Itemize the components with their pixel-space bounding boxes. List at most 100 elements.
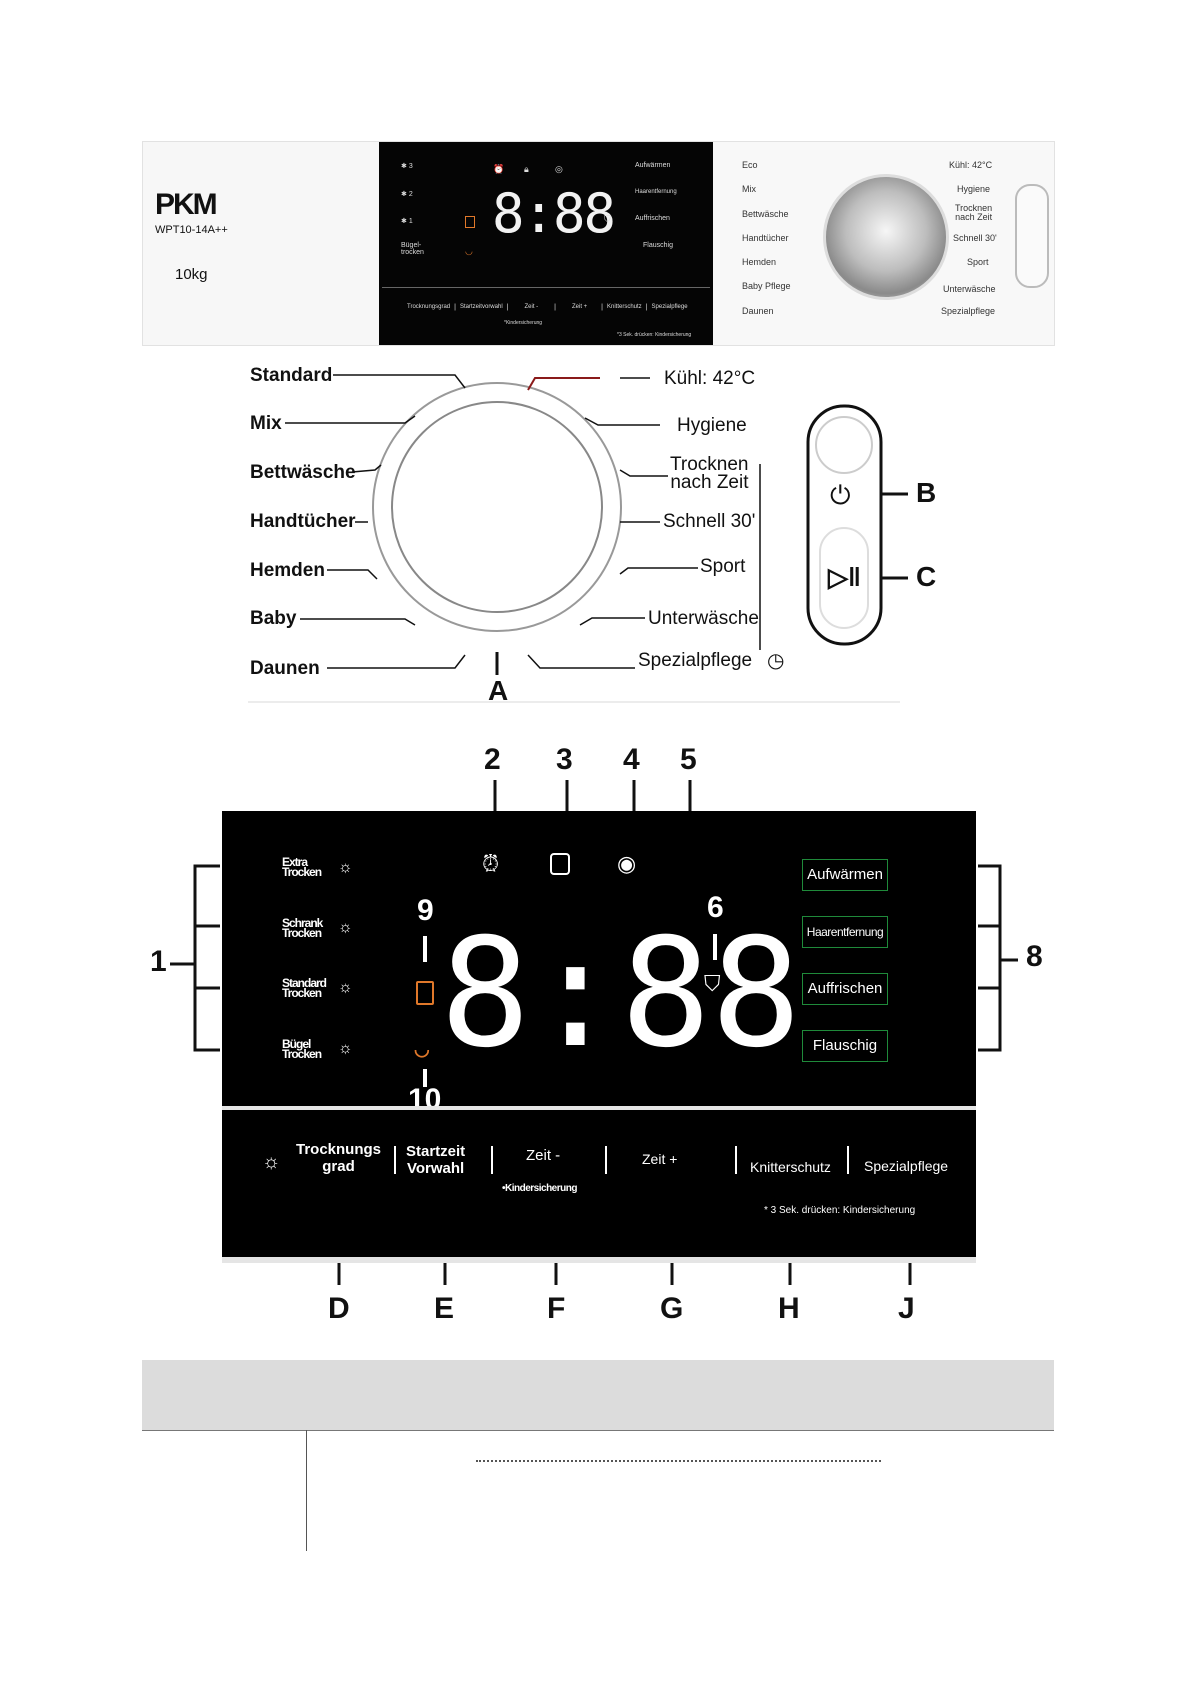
leader-kuehl xyxy=(527,377,600,391)
leader-unterwaesche xyxy=(579,617,645,626)
buegel-label: Bügel- trocken xyxy=(401,242,424,256)
dial-label-daunen: Daunen xyxy=(250,658,320,679)
button-flauschig[interactable]: Flauschig xyxy=(802,1030,888,1062)
small-btn-trocknungsgrad: Trocknungsgrad xyxy=(407,304,451,310)
shirt-icon: ⛉ xyxy=(604,214,611,224)
callout-g: G xyxy=(660,1292,684,1325)
callout-h: H xyxy=(778,1292,800,1325)
sep-5 xyxy=(847,1146,849,1174)
button-zeit-plus[interactable]: Zeit + xyxy=(642,1151,678,1167)
small-btn-knitterschutz: Knitterschutz xyxy=(607,304,642,310)
button-pill-outline xyxy=(806,404,883,646)
small-note: *3 Sek. drücken: Kindersicherung xyxy=(617,332,692,338)
drum-icon-orange xyxy=(416,981,434,1005)
display-bottom-bar xyxy=(222,1257,976,1263)
prog-schnell: Schnell 30' xyxy=(953,233,997,243)
callout-2: 2 xyxy=(484,743,501,776)
level-schrank-trocken: Schrank Trocken xyxy=(282,916,323,940)
dotted-line xyxy=(476,1460,881,1462)
dial-label-standard: Standard xyxy=(250,365,333,386)
button-auffrischen[interactable]: Auffrischen xyxy=(802,973,888,1005)
sep-2 xyxy=(491,1146,493,1174)
dial-diagram-lines xyxy=(248,374,908,703)
dry-level-3: ✱ 3 xyxy=(401,163,413,170)
power-icon: ⏻ xyxy=(830,480,851,510)
sep-3 xyxy=(605,1146,607,1174)
table-column-divider xyxy=(306,1430,307,1551)
callout-9: 9 xyxy=(417,894,434,927)
prog-sport: Sport xyxy=(967,257,989,267)
alarm-clock-icon: ⏰︎ xyxy=(482,851,500,876)
display-divider xyxy=(382,287,710,288)
sensor-icon-large: ◉ xyxy=(617,851,637,876)
leader-6 xyxy=(713,934,717,960)
bracket-8-ticks xyxy=(978,924,1000,990)
dial-label-kuehl: Kühl: 42°C xyxy=(664,368,756,389)
label-kindersicherung: •Kindersicherung xyxy=(502,1183,577,1194)
small-kindersicherung: *Kindersicherung xyxy=(504,320,543,326)
sun-icon-1: ☼ xyxy=(338,859,353,876)
time-display: 8:88 xyxy=(440,907,802,1081)
callout-5: 5 xyxy=(680,743,697,776)
dial-label-trocknen-nach-zeit: Trocknen nach Zeit xyxy=(670,454,749,493)
leader-spezialpflege xyxy=(527,654,635,669)
callout-j: J xyxy=(898,1292,915,1325)
leader-hemden xyxy=(327,569,378,580)
button-trocknungsgrad[interactable]: Trocknungs grad xyxy=(296,1141,382,1175)
capacity-label: 10kg xyxy=(175,266,208,283)
dry-level-2: ✱ 2 xyxy=(401,191,413,198)
button-bottom-rect xyxy=(819,527,869,629)
callout-6: 6 xyxy=(707,891,724,924)
button-spezialpflege[interactable]: Spezialpflege xyxy=(864,1158,949,1174)
dial-label-hemden: Hemden xyxy=(250,560,325,581)
iron-icon: ◡ xyxy=(465,246,473,256)
lock-icon: 🔒︎ xyxy=(524,164,529,174)
callout-10: 10 xyxy=(408,1083,442,1116)
small-aufwaermen: Aufwärmen xyxy=(635,162,671,169)
button-haarentfernung[interactable]: Haarentfernung xyxy=(802,916,888,948)
label-a: A xyxy=(488,675,509,706)
table-header-band xyxy=(142,1360,1054,1431)
clock-icon: ◷ xyxy=(767,650,785,672)
dial-inner-ring xyxy=(391,401,603,613)
button-startzeit-vorwahl[interactable]: Startzeit Vorwahl xyxy=(406,1143,466,1177)
dial-label-hygiene: Hygiene xyxy=(677,415,747,436)
callout-8: 8 xyxy=(1026,940,1043,973)
prog-kuehl: Kühl: 42°C xyxy=(949,160,993,170)
button-aufwaermen[interactable]: Aufwärmen xyxy=(802,859,888,891)
prog-hygiene: Hygiene xyxy=(957,184,991,194)
childlock-note: * 3 Sek. drücken: Kindersicherung xyxy=(764,1205,916,1216)
power-start-buttons[interactable] xyxy=(1015,184,1049,288)
sep-4 xyxy=(735,1146,737,1174)
brand-logo: PKM xyxy=(155,188,218,221)
leader-9 xyxy=(423,936,427,962)
level-standard-trocken: Standard Trocken xyxy=(282,976,327,1000)
leader-bettwaesche xyxy=(351,464,382,473)
button-zeit-minus[interactable]: Zeit - xyxy=(526,1147,561,1164)
dial-label-mix: Mix xyxy=(250,413,282,434)
display-divider-bar xyxy=(222,1106,976,1110)
bracket-1-ticks xyxy=(195,924,220,990)
callout-1: 1 xyxy=(150,945,167,978)
callout-e: E xyxy=(434,1292,455,1325)
button-top-circle xyxy=(815,416,873,474)
small-btn-zeit-plus: Zeit + xyxy=(571,304,588,310)
leader-baby xyxy=(300,618,416,626)
control-panel-photo: PKM WPT10-14A++ 10kg ✱ 3 ✱ 2 ✱ 1 Bügel- … xyxy=(142,141,1055,346)
iron-icon-orange: ◡ xyxy=(414,1039,430,1059)
prog-trocknen-nach-zeit: Trocknen nach Zeit xyxy=(955,203,993,222)
model-number: WPT10-14A++ xyxy=(155,224,228,236)
prog-eco: Eco xyxy=(742,160,758,170)
program-knob[interactable] xyxy=(823,174,949,300)
sensor-icon: ◎ xyxy=(555,164,563,174)
panel-display: ✱ 3 ✱ 2 ✱ 1 Bügel- trocken ◡ ⏰ 🔒︎ ◎ 8:88… xyxy=(379,142,713,345)
sep-1 xyxy=(394,1146,396,1174)
button-knitterschutz[interactable]: Knitterschutz xyxy=(750,1159,831,1175)
alarm-icon: ⏰ xyxy=(493,164,505,174)
label-c: C xyxy=(916,561,937,592)
leader-sport xyxy=(619,567,698,575)
panel-left-section: PKM WPT10-14A++ 10kg xyxy=(143,142,379,345)
time-display-small: 8:88 xyxy=(492,182,616,245)
dial-label-spezialpflege: Spezialpflege xyxy=(638,650,753,671)
leader-trocknen xyxy=(619,469,668,477)
